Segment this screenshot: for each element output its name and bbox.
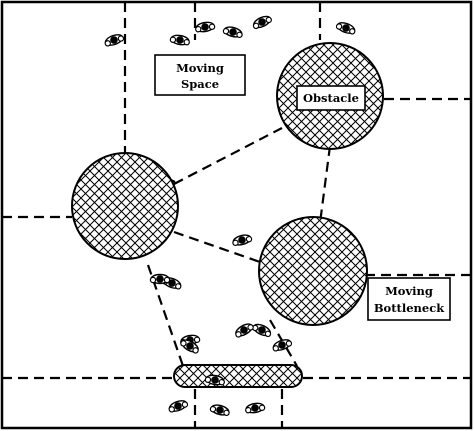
label-obstacle: Obstacle: [296, 85, 366, 111]
obstacle-left: [71, 152, 179, 260]
pedestrian: [252, 15, 272, 30]
pedestrian: [149, 273, 171, 285]
obstacle-bottom-bar: [173, 364, 303, 388]
cell-partitions: [2, 2, 471, 428]
pedestrian: [335, 22, 356, 35]
pedestrian: [204, 374, 225, 386]
moving-bottleneck-line1: Moving: [385, 284, 433, 298]
obstacle-label: Obstacle: [303, 91, 359, 105]
pedestrian: [209, 404, 230, 416]
pedestrians: [104, 15, 356, 416]
pedestrian: [180, 339, 199, 354]
moving-space-line1: Moving: [176, 61, 224, 75]
pedestrian: [222, 26, 243, 38]
label-moving-space: Moving Space: [154, 54, 246, 96]
label-moving-bottleneck: Moving Bottleneck: [367, 277, 451, 321]
pedestrian: [169, 34, 190, 46]
pedestrian: [104, 34, 125, 47]
pedestrian: [272, 339, 293, 352]
pedestrian: [232, 234, 253, 246]
pedestrian: [252, 323, 272, 338]
pedestrian: [168, 400, 189, 413]
moving-bottleneck-line2: Bottleneck: [374, 301, 445, 315]
pedestrian: [195, 21, 216, 33]
moving-space-line2: Space: [181, 77, 219, 91]
obstacle-moving-bottleneck: [258, 216, 368, 326]
pedestrian: [245, 402, 266, 414]
pedestrian: [235, 323, 254, 338]
